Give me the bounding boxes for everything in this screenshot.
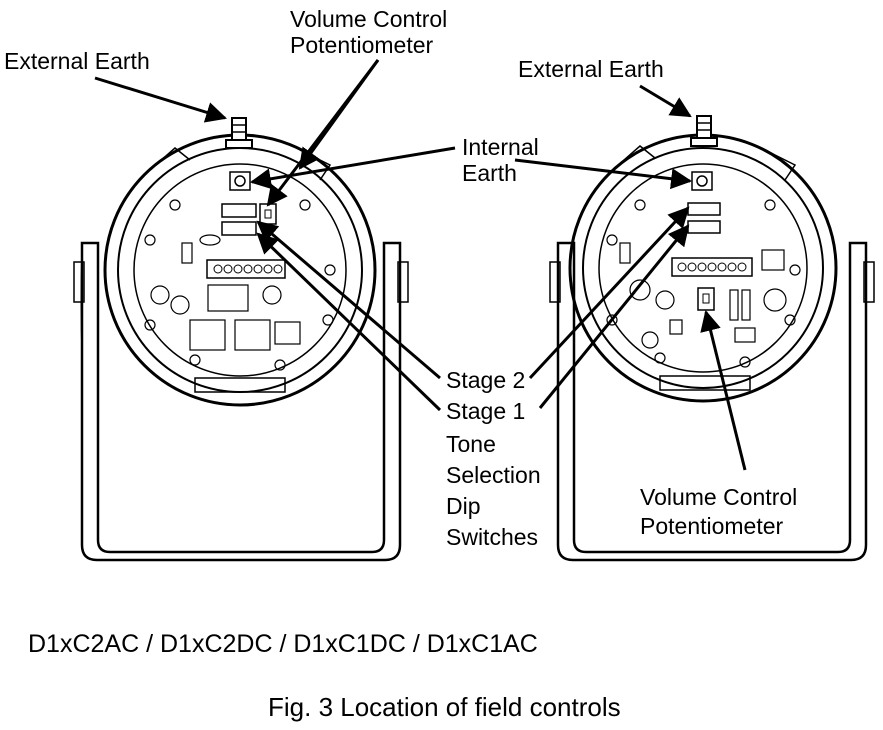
label-volume-control-right: Volume Control Potentiometer bbox=[640, 483, 797, 541]
label-volume-control-left: Volume Control Potentiometer bbox=[290, 6, 447, 58]
arrow-stage-1-left bbox=[256, 232, 442, 412]
label-tone-selection-line-4: Switches bbox=[446, 524, 539, 550]
model-numbers: D1xC2AC / D1xC2DC / D1xC1DC / D1xC1AC bbox=[28, 630, 538, 658]
label-internal-earth-line-2: Earth bbox=[462, 160, 517, 186]
label-tone-selection-line-1: Tone bbox=[446, 431, 496, 457]
left-mounting-bracket bbox=[80, 241, 402, 562]
left-sounder-unit bbox=[73, 117, 409, 562]
arrow-volume-control-right bbox=[700, 309, 747, 471]
arrow-stage-2-right bbox=[528, 206, 690, 380]
right-mounting-bracket bbox=[556, 241, 868, 562]
right-external-earth-stud bbox=[690, 115, 718, 147]
label-external-earth-right: External Earth bbox=[518, 56, 664, 82]
label-external-earth-left: External Earth bbox=[4, 48, 150, 74]
label-volume-control-left-line-1: Volume Control bbox=[290, 6, 448, 32]
left-internal-earth-terminal bbox=[229, 171, 251, 191]
figure-caption: Fig. 3 Location of field controls bbox=[268, 692, 621, 722]
arrow-external-earth-left bbox=[94, 76, 228, 123]
label-tone-selection-line-3: Dip bbox=[446, 493, 481, 519]
label-stage-1: Stage 1 bbox=[446, 398, 526, 424]
arrow-external-earth-right bbox=[639, 84, 692, 118]
arrow-internal-earth-left bbox=[249, 146, 456, 190]
label-volume-control-right-line-1: Volume Control bbox=[640, 484, 798, 510]
label-internal-earth-line-1: Internal bbox=[462, 134, 539, 160]
label-volume-control-right-line-2: Potentiometer bbox=[640, 513, 784, 539]
label-stage-2: Stage 2 bbox=[446, 367, 526, 393]
left-dip-switch-stage-2 bbox=[221, 203, 257, 218]
label-tone-selection: Tone Selection Dip Switches bbox=[446, 429, 541, 553]
right-internal-earth-terminal bbox=[691, 171, 713, 191]
leader-arrows bbox=[94, 59, 747, 471]
arrow-stage-2-left bbox=[256, 220, 441, 380]
label-internal-earth: Internal Earth bbox=[462, 134, 539, 186]
right-dip-switch-stage-1 bbox=[687, 220, 721, 234]
right-dip-switch-stage-2 bbox=[687, 202, 721, 216]
label-volume-control-left-line-2: Potentiometer bbox=[290, 32, 434, 58]
arrow-volume-control-left-b bbox=[266, 59, 380, 207]
left-dip-switch-stage-1 bbox=[221, 221, 257, 236]
label-tone-selection-line-2: Selection bbox=[446, 462, 541, 488]
arrow-stage-1-right bbox=[538, 224, 690, 409]
right-sounder-unit bbox=[549, 115, 875, 562]
left-external-earth-stud bbox=[225, 117, 253, 149]
arrow-internal-earth-right bbox=[514, 158, 693, 190]
